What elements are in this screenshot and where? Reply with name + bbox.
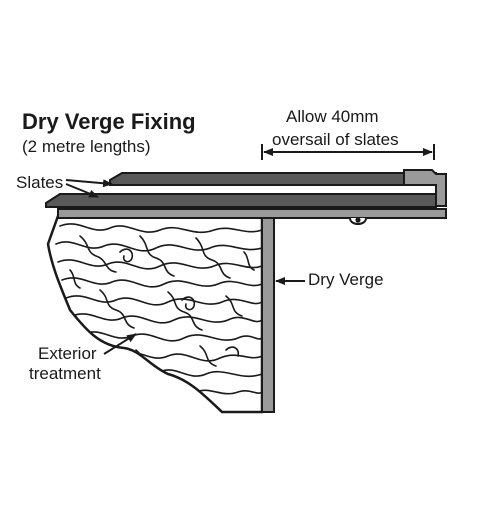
diagram-title: Dry Verge Fixing bbox=[22, 109, 196, 134]
slates-label: Slates bbox=[16, 173, 64, 192]
exterior-wall bbox=[46, 214, 264, 414]
lower-slate bbox=[45, 193, 437, 208]
oversail-label-line2: oversail of slates bbox=[272, 130, 399, 149]
slates-arrow-upper bbox=[65, 179, 113, 188]
exterior-arrow bbox=[103, 333, 137, 355]
texture-pattern bbox=[55, 223, 262, 395]
leader-arrows bbox=[65, 179, 305, 355]
diagram-subtitle: (2 metre lengths) bbox=[22, 137, 151, 156]
exterior-label-line2: treatment bbox=[29, 364, 101, 383]
dry-verge-profile bbox=[57, 208, 447, 413]
verge-cap-end bbox=[403, 169, 447, 207]
slates-arrow-lower bbox=[65, 183, 99, 198]
exterior-label-line1: Exterior bbox=[38, 344, 97, 363]
slate-layers bbox=[45, 169, 447, 208]
upper-slate bbox=[109, 172, 437, 186]
oversail-dimension bbox=[261, 144, 435, 160]
dry-verge-label: Dry Verge bbox=[308, 270, 384, 289]
fixing-screw bbox=[355, 217, 361, 223]
oversail-label-line1: Allow 40mm bbox=[286, 107, 379, 126]
